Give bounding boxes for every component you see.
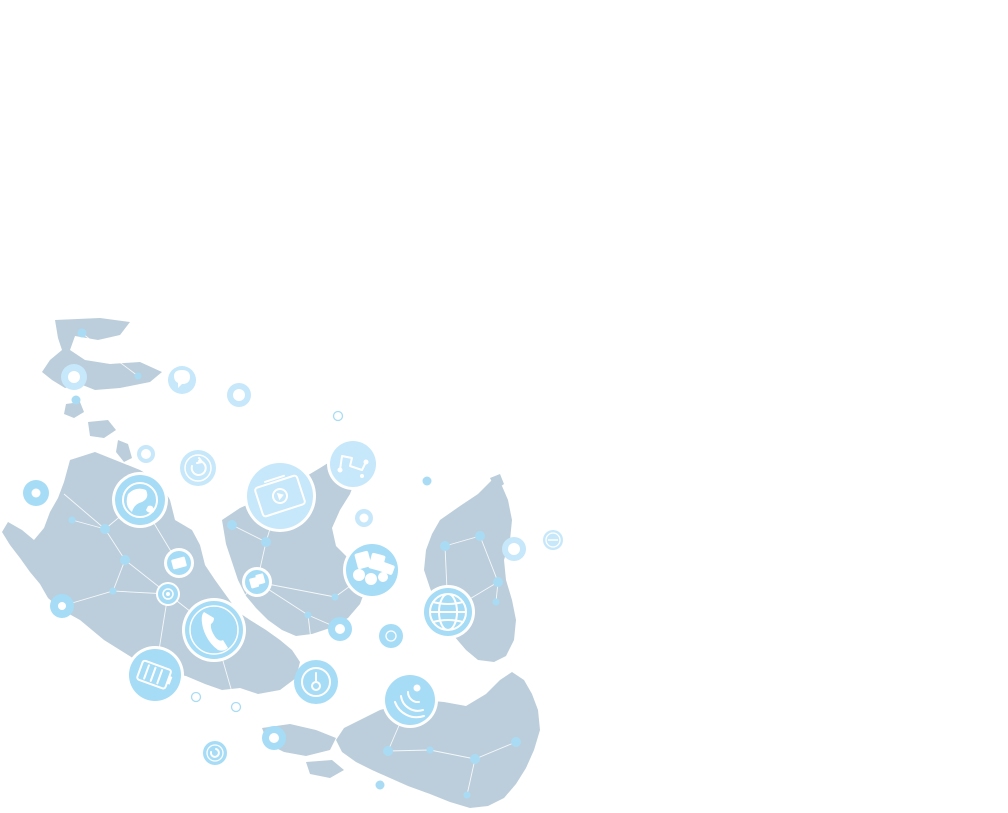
world-grid-icon (421, 585, 475, 639)
ring-node (379, 624, 403, 648)
node-outline (190, 691, 202, 703)
battery-icon (126, 646, 184, 704)
node-outline (332, 410, 344, 422)
network-links (61, 332, 517, 796)
landmass-islet-c (116, 440, 132, 462)
landmass-south (336, 672, 540, 808)
node (422, 476, 432, 486)
refresh-icon (177, 447, 219, 489)
ring-node (262, 726, 286, 750)
node (68, 516, 76, 524)
route-map-icon (327, 438, 379, 490)
landmass-islet-a (88, 420, 116, 438)
ring-node (502, 537, 526, 561)
node (134, 372, 142, 380)
node (304, 611, 312, 619)
landmass-islet-b (64, 402, 84, 418)
node (261, 537, 271, 547)
node (227, 520, 237, 530)
globe-icon (112, 472, 168, 528)
icon-bubbles (112, 366, 475, 765)
tablet-play-icon (244, 460, 316, 532)
tabs-icon (164, 548, 194, 578)
refresh-icon (203, 741, 227, 765)
node (511, 737, 521, 747)
network-nodes (68, 328, 521, 799)
node (475, 531, 485, 541)
tabs-icon (242, 567, 272, 597)
ring-node (50, 594, 74, 618)
node (470, 754, 480, 764)
node (100, 524, 110, 534)
wifi-signal-icon (382, 672, 438, 728)
ring-node (61, 364, 87, 390)
ring-node (328, 617, 352, 641)
node (331, 593, 339, 601)
node (426, 746, 434, 754)
node (120, 555, 130, 565)
landmass-island-small (306, 760, 344, 778)
ring-node (23, 480, 49, 506)
ring-node (355, 509, 373, 527)
ring-node (137, 445, 155, 463)
media-files-icon (343, 541, 401, 599)
chat-bubble-icon (168, 366, 196, 394)
minus-icon (543, 530, 563, 550)
node (109, 587, 117, 595)
node-outline (230, 701, 242, 713)
landmass-north-island (42, 318, 162, 390)
clock-icon (294, 660, 338, 704)
node (463, 791, 471, 799)
node (375, 780, 385, 790)
node (493, 577, 503, 587)
node (492, 598, 500, 606)
ring-node (227, 383, 251, 407)
node (440, 541, 450, 551)
phone-icon (182, 598, 246, 662)
node (77, 328, 87, 338)
node (383, 746, 393, 756)
node (71, 395, 81, 405)
target-icon (156, 582, 180, 606)
ring-nodes (23, 364, 563, 750)
landmass-island-tiny (490, 474, 504, 490)
